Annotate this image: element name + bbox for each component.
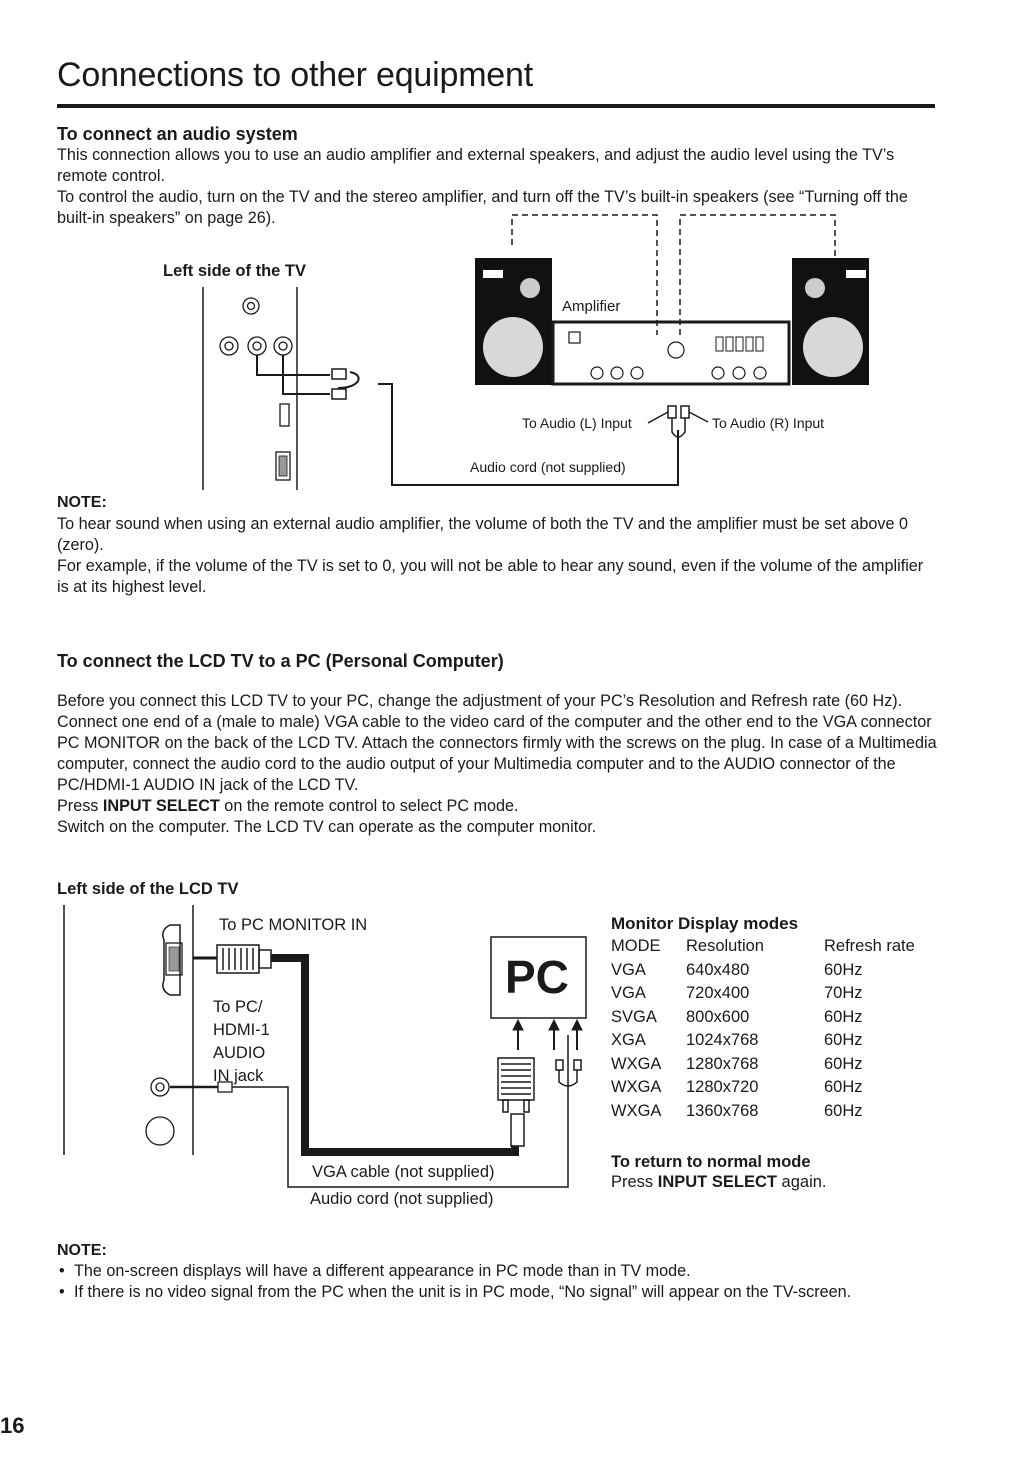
pc-note-list: The on-screen displays will have a diffe… xyxy=(57,1261,851,1303)
mode-cell: SVGA xyxy=(611,1007,657,1026)
column-header: Refresh rate xyxy=(824,937,915,955)
list-item: If there is no video signal from the PC … xyxy=(57,1282,851,1303)
refresh-cell: 60Hz xyxy=(824,1031,863,1049)
amplifier-label: Amplifier xyxy=(562,298,621,315)
table-row: WXGA 1280x720 60Hz xyxy=(611,1076,934,1100)
audio-note-paragraph: To hear sound when using an external aud… xyxy=(57,515,908,554)
resolution-cell: 1024x768 xyxy=(686,1031,759,1049)
audio-note-label: NOTE: xyxy=(57,494,107,511)
mode-cell: WXGA xyxy=(611,1054,662,1073)
table-row: WXGA 1280x768 60Hz xyxy=(611,1053,934,1077)
pc-paragraph: Connect one end of a (male to male) VGA … xyxy=(57,713,937,794)
column-header: MODE xyxy=(611,937,661,955)
table-row: WXGA 1360x768 60Hz xyxy=(611,1100,934,1124)
lcd-side-panel xyxy=(63,905,194,1155)
refresh-cell: 60Hz xyxy=(824,1078,863,1096)
audio-cord-path xyxy=(256,355,679,486)
table-row: XGA 1024x768 60Hz xyxy=(611,1029,934,1053)
resolution-cell: 1280x768 xyxy=(686,1054,759,1073)
vga-cable-path xyxy=(271,954,519,1156)
mode-cell: XGA xyxy=(611,1031,646,1049)
audio-paragraph: To control the audio, turn on the TV and… xyxy=(57,188,908,227)
resolution-cell: 1360x768 xyxy=(686,1101,759,1120)
audio-section-heading: To connect an audio system xyxy=(57,124,298,144)
press-suffix: on the remote control to select PC mode. xyxy=(219,797,519,815)
vga-plug-pc-icon xyxy=(497,1057,535,1147)
pc-monitor-in-label: To PC MONITOR IN xyxy=(219,916,368,934)
mode-cell: WXGA xyxy=(611,1101,662,1120)
lcd-side-label: Left side of the LCD TV xyxy=(57,880,239,898)
audio-intro: This connection allows you to use an aud… xyxy=(57,145,937,229)
return-instruction: Press INPUT SELECT again. xyxy=(611,1172,827,1192)
resolution-cell: 800x600 xyxy=(686,1007,750,1026)
tv-side-label: Left side of the TV xyxy=(163,262,307,280)
pc-label: PC xyxy=(505,951,569,1003)
modes-heading: Monitor Display modes xyxy=(611,914,799,933)
rca-plug-pc-icon xyxy=(555,1059,582,1087)
vga-cable-label: VGA cable (not supplied) xyxy=(312,1163,495,1181)
return-normal-mode: To return to normal mode Press INPUT SEL… xyxy=(611,1152,827,1192)
audio-note-paragraph: For example, if the volume of the TV is … xyxy=(57,557,924,596)
audio-note: To hear sound when using an external aud… xyxy=(57,514,937,598)
pc-paragraph: Before you connect this LCD TV to your P… xyxy=(57,692,903,710)
modes-table: MODE Resolution Refresh rate VGA 640x480… xyxy=(611,935,934,1123)
list-item: The on-screen displays will have a diffe… xyxy=(57,1261,851,1282)
audio-in-line: HDMI-1 xyxy=(213,1021,270,1039)
audio-in-line: IN jack xyxy=(213,1067,264,1085)
speaker-wire-guides xyxy=(511,214,836,335)
to-right-input-label: To Audio (R) Input xyxy=(712,415,825,431)
pc-switch-line: Switch on the computer. The LCD TV can o… xyxy=(57,818,597,836)
page-title: Connections to other equipment xyxy=(57,56,533,94)
input-select-key: INPUT SELECT xyxy=(102,797,220,815)
refresh-cell: 60Hz xyxy=(824,1101,863,1120)
refresh-cell: 60Hz xyxy=(824,1054,863,1073)
resolution-cell: 1280x720 xyxy=(686,1078,759,1096)
pc-audio-cord-label: Audio cord (not supplied) xyxy=(310,1190,494,1208)
mode-cell: VGA xyxy=(611,960,646,979)
input-select-key: INPUT SELECT xyxy=(657,1173,777,1191)
refresh-cell: 60Hz xyxy=(824,1007,863,1026)
resolution-cell: 720x400 xyxy=(686,984,750,1002)
pc-press-line: Press INPUT SELECT on the remote control… xyxy=(57,796,937,817)
vga-plug-tv-icon xyxy=(193,944,272,974)
to-left-input-label: To Audio (L) Input xyxy=(522,415,632,431)
page-number: 16 xyxy=(0,1413,25,1438)
refresh-cell: 60Hz xyxy=(824,960,863,979)
right-speaker-icon xyxy=(792,258,869,385)
pc-section-heading: To connect the LCD TV to a PC (Personal … xyxy=(57,651,504,671)
modes-header-row: MODE Resolution Refresh rate xyxy=(611,935,934,959)
audio-paragraph: This connection allows you to use an aud… xyxy=(57,146,895,185)
upward-arrows xyxy=(512,1018,583,1050)
monitor-display-modes: Monitor Display modes MODE Resolution Re… xyxy=(611,913,934,1123)
title-rule xyxy=(57,104,935,108)
column-header: Resolution xyxy=(686,937,764,955)
table-row: VGA 640x480 60Hz xyxy=(611,959,934,983)
pc-intro: Before you connect this LCD TV to your P… xyxy=(57,691,937,838)
pc-audio-cord-path xyxy=(170,1035,569,1188)
return-suffix: again. xyxy=(776,1173,827,1191)
refresh-cell: 70Hz xyxy=(824,984,863,1002)
table-row: VGA 720x400 70Hz xyxy=(611,982,934,1006)
audio-in-jack-label: To PC/ HDMI-1 AUDIO IN jack xyxy=(213,996,270,1088)
audio-cord-label: Audio cord (not supplied) xyxy=(470,459,626,475)
amplifier-icon xyxy=(551,320,791,386)
pc-box xyxy=(490,936,587,1019)
mode-cell: VGA xyxy=(611,984,646,1002)
rca-plug-pair-icon xyxy=(647,405,709,438)
left-speaker-icon xyxy=(475,258,552,385)
tv-side-panel xyxy=(202,287,298,490)
audio-in-line: To PC/ xyxy=(213,998,263,1016)
pc-note-label: NOTE: xyxy=(57,1242,107,1259)
mode-cell: WXGA xyxy=(611,1078,662,1096)
table-row: SVGA 800x600 60Hz xyxy=(611,1006,934,1030)
return-prefix: Press xyxy=(611,1173,658,1191)
return-heading: To return to normal mode xyxy=(611,1153,811,1171)
press-prefix: Press xyxy=(57,797,103,815)
audio-in-line: AUDIO xyxy=(213,1044,266,1062)
resolution-cell: 640x480 xyxy=(686,960,750,979)
